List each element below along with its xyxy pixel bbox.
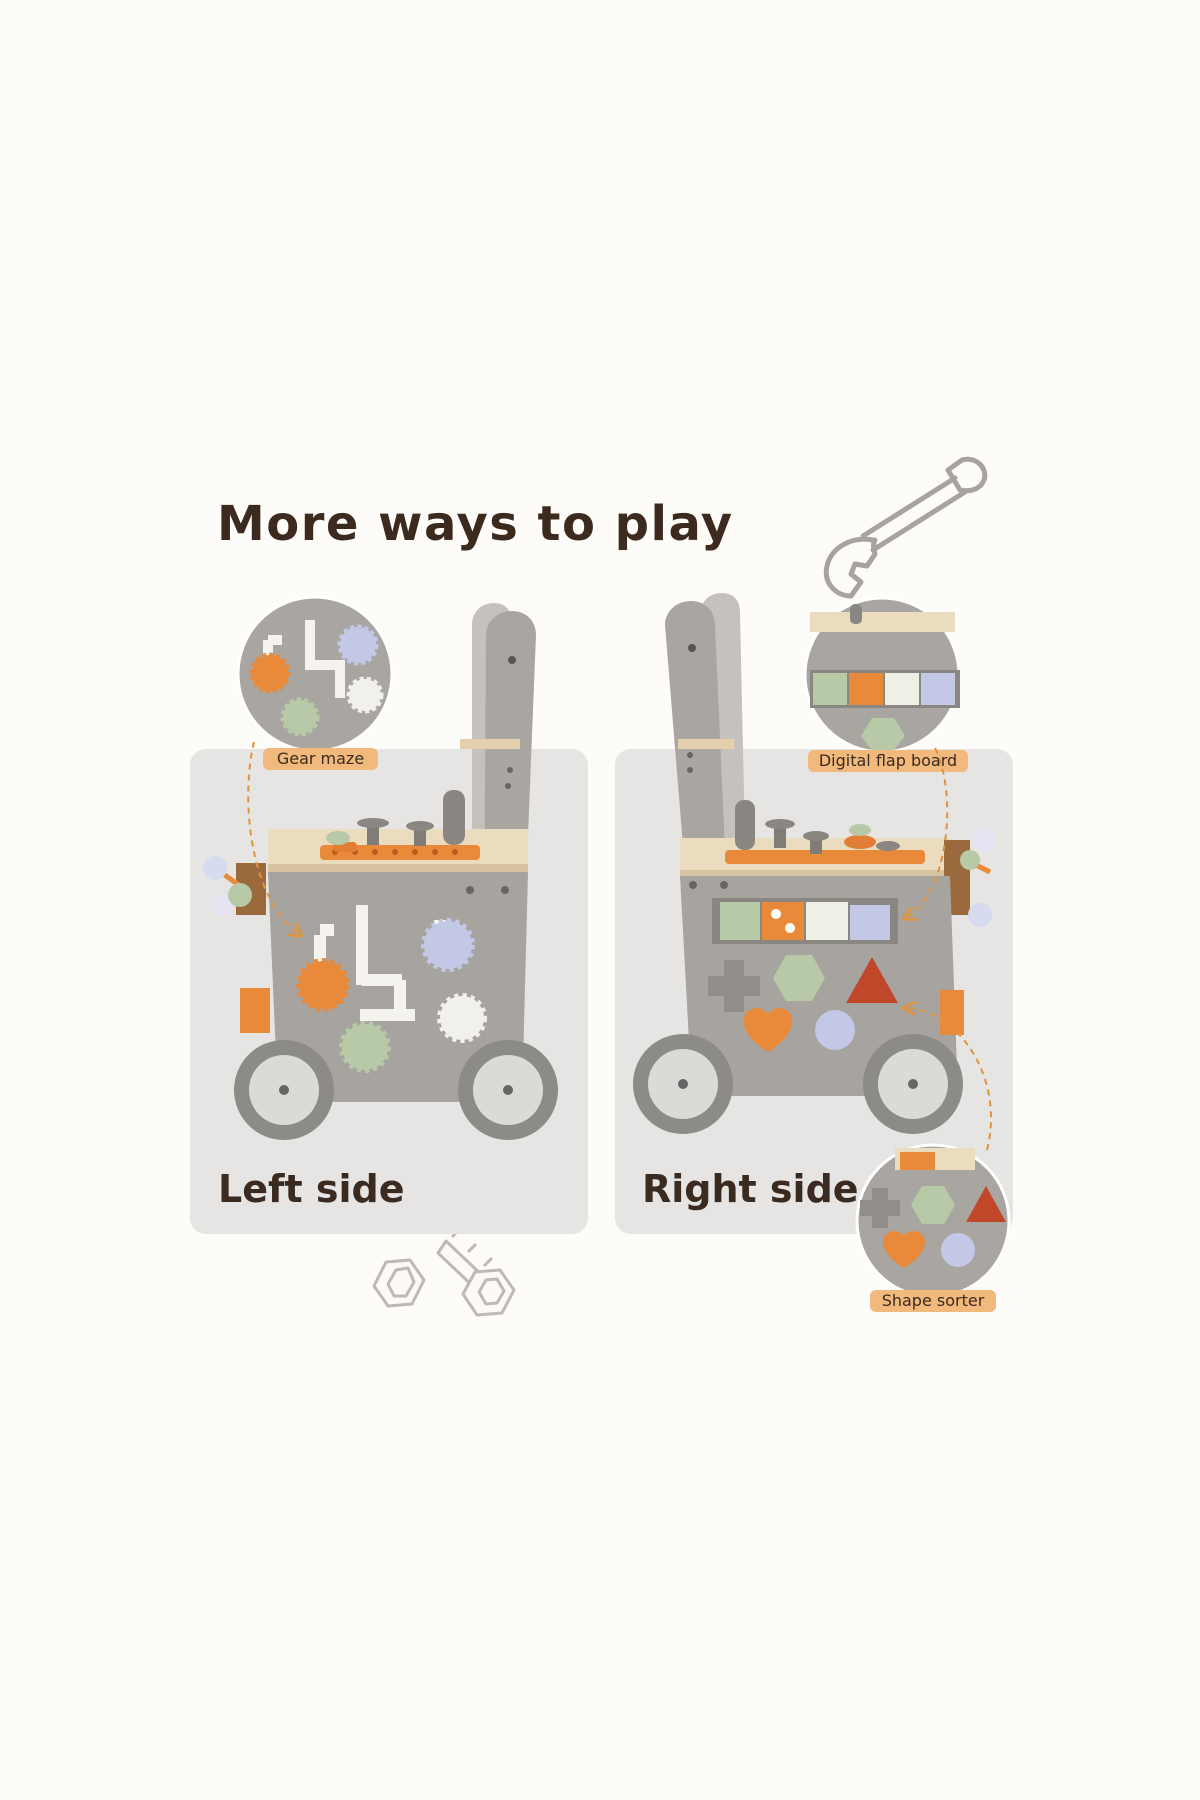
shape-sorter-label: Shape sorter [881,1291,985,1310]
digital-flap-board-arrow [905,747,949,918]
shape-sorter-callout-bubble [855,1143,1011,1312]
gear-maze-label: Gear maze [276,749,365,768]
bolt-and-nut-icon [372,1227,516,1317]
shape-sorter-arrow [905,1008,992,1151]
right-cart-illustration [633,593,996,1134]
right-side-label: Right side [642,1167,859,1211]
gear-maze-callout-bubble [236,595,394,770]
gear-maze-arrow [247,741,300,935]
digital-flap-board-label: Digital flap board [818,751,958,770]
wrench-icon [823,456,988,599]
left-cart-illustration [203,603,558,1140]
digital-flap-board-callout-bubble [803,596,968,772]
left-side-label: Left side [218,1167,405,1211]
page-title: More ways to play [217,496,734,552]
